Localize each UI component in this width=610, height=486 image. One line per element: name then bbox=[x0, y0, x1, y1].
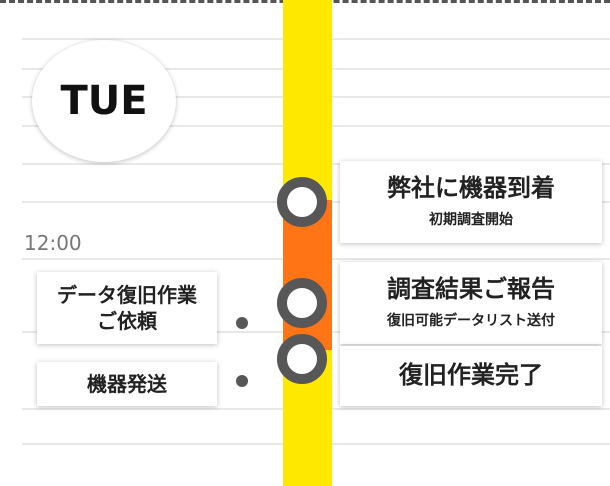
timeline-marker-icon bbox=[277, 278, 327, 328]
event-card-report: 調査結果ご報告 復旧可能データリスト送付 bbox=[340, 262, 602, 344]
event-subtitle: 復旧可能データリスト送付 bbox=[387, 312, 555, 329]
event-title-line1: データ復旧作業 bbox=[57, 283, 197, 307]
event-title: 弊社に機器到着 bbox=[387, 174, 555, 203]
event-card-arrival: 弊社に機器到着 初期調査開始 bbox=[340, 161, 602, 243]
event-card-shipping: 機器発送 bbox=[37, 362, 217, 406]
timeline-dot-icon bbox=[236, 375, 248, 387]
timeline-dot-icon bbox=[236, 317, 248, 329]
event-card-request: データ復旧作業 ご依頼 bbox=[37, 272, 217, 344]
event-title-line2: ご依頼 bbox=[97, 309, 157, 333]
event-title: 復旧作業完了 bbox=[399, 361, 543, 390]
time-label: 12:00 bbox=[24, 231, 82, 255]
event-subtitle: 初期調査開始 bbox=[429, 211, 513, 228]
day-badge: TUE bbox=[32, 40, 176, 162]
event-title: 調査結果ご報告 bbox=[387, 275, 555, 304]
timeline-marker-icon bbox=[277, 334, 327, 384]
event-card-complete: 復旧作業完了 bbox=[340, 346, 602, 406]
event-title: 機器発送 bbox=[87, 372, 167, 396]
timeline-marker-icon bbox=[277, 177, 327, 227]
